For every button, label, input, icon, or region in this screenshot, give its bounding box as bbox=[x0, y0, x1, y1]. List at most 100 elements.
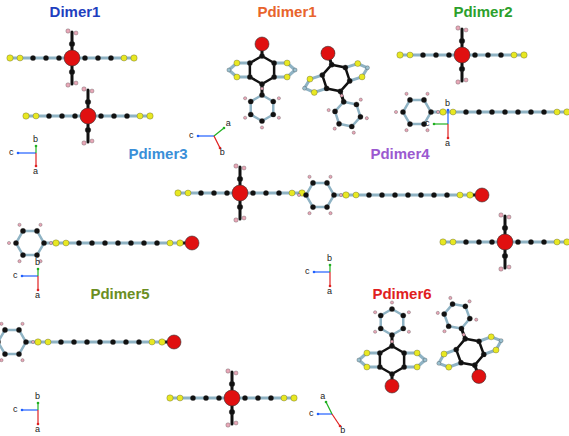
atom bbox=[85, 99, 91, 105]
atom bbox=[66, 29, 70, 33]
atom bbox=[442, 311, 447, 316]
atom bbox=[111, 113, 116, 118]
axis-tip bbox=[35, 145, 38, 148]
atom bbox=[489, 109, 494, 114]
atom bbox=[329, 212, 332, 215]
atom bbox=[284, 60, 290, 66]
atom bbox=[464, 78, 468, 82]
atom bbox=[463, 336, 468, 341]
atom bbox=[441, 351, 447, 357]
axis-label: b bbox=[445, 99, 450, 108]
atom bbox=[263, 190, 268, 195]
atom bbox=[379, 192, 384, 197]
atom bbox=[359, 74, 365, 80]
atom bbox=[390, 301, 393, 304]
atom bbox=[407, 97, 412, 102]
axis-arrow bbox=[434, 123, 448, 124]
atom bbox=[82, 141, 86, 145]
atom bbox=[69, 41, 75, 47]
atom bbox=[71, 339, 76, 344]
atom bbox=[401, 326, 406, 331]
axis-tip bbox=[433, 123, 436, 126]
atom bbox=[507, 265, 511, 269]
axis-arrow bbox=[22, 275, 38, 276]
atom bbox=[358, 114, 363, 119]
atom bbox=[390, 340, 393, 343]
axis-label: c bbox=[425, 119, 430, 128]
atom bbox=[463, 304, 468, 309]
atom bbox=[414, 364, 420, 370]
axis-arrow bbox=[326, 402, 332, 414]
atom bbox=[377, 364, 382, 369]
axis-label: a bbox=[33, 167, 38, 176]
atom bbox=[446, 324, 451, 329]
axis-arrow bbox=[35, 153, 36, 166]
atom bbox=[18, 260, 21, 263]
atom bbox=[203, 395, 208, 400]
atom bbox=[485, 52, 490, 57]
axis-label: c bbox=[305, 267, 310, 276]
atom bbox=[46, 113, 51, 118]
atom bbox=[353, 192, 359, 198]
atom bbox=[97, 339, 102, 344]
atom bbox=[308, 175, 311, 178]
atom bbox=[402, 350, 407, 355]
atom bbox=[250, 190, 255, 195]
atom bbox=[244, 116, 247, 119]
atom bbox=[541, 109, 546, 114]
atom bbox=[108, 55, 113, 60]
atom bbox=[462, 333, 465, 336]
atom bbox=[39, 223, 42, 226]
atom bbox=[502, 109, 507, 114]
axis-arrow bbox=[198, 135, 214, 136]
atom bbox=[307, 76, 313, 82]
atom bbox=[407, 122, 412, 127]
atom bbox=[374, 311, 377, 314]
atom bbox=[7, 241, 10, 244]
atom bbox=[33, 113, 39, 119]
atom bbox=[440, 239, 446, 245]
axis-label: b bbox=[35, 258, 40, 267]
atom bbox=[515, 239, 520, 244]
atom bbox=[7, 55, 13, 61]
atom bbox=[272, 74, 277, 79]
axis-tip bbox=[329, 264, 332, 267]
atom bbox=[259, 118, 264, 123]
atom bbox=[224, 390, 240, 406]
atom bbox=[457, 192, 463, 198]
atom bbox=[528, 109, 533, 114]
atom bbox=[277, 116, 280, 119]
atom bbox=[49, 241, 52, 244]
atom bbox=[76, 240, 81, 245]
atom bbox=[237, 204, 243, 210]
atom bbox=[110, 339, 115, 344]
atom bbox=[459, 66, 465, 72]
atom bbox=[310, 180, 315, 185]
atom bbox=[302, 86, 306, 90]
atom bbox=[564, 239, 569, 245]
atom bbox=[321, 46, 335, 60]
atom bbox=[450, 301, 455, 306]
atom bbox=[82, 87, 86, 91]
axis-tip bbox=[317, 413, 320, 416]
axis-label: a bbox=[35, 291, 40, 300]
atom bbox=[242, 216, 246, 220]
atom bbox=[56, 55, 61, 60]
atom bbox=[53, 240, 59, 246]
atom bbox=[329, 62, 334, 67]
atom bbox=[374, 330, 377, 333]
atom bbox=[159, 339, 165, 345]
atom bbox=[357, 358, 361, 362]
atom bbox=[20, 253, 25, 258]
atom bbox=[433, 52, 438, 57]
axis-label: a bbox=[35, 425, 40, 434]
atom bbox=[229, 409, 235, 415]
atom bbox=[291, 395, 297, 401]
axis-label: c bbox=[13, 271, 18, 280]
panel-title: Pdimer4 bbox=[370, 146, 429, 161]
atom bbox=[237, 176, 243, 182]
axis-arrow bbox=[329, 272, 330, 286]
atom bbox=[149, 339, 155, 345]
atom bbox=[128, 240, 133, 245]
